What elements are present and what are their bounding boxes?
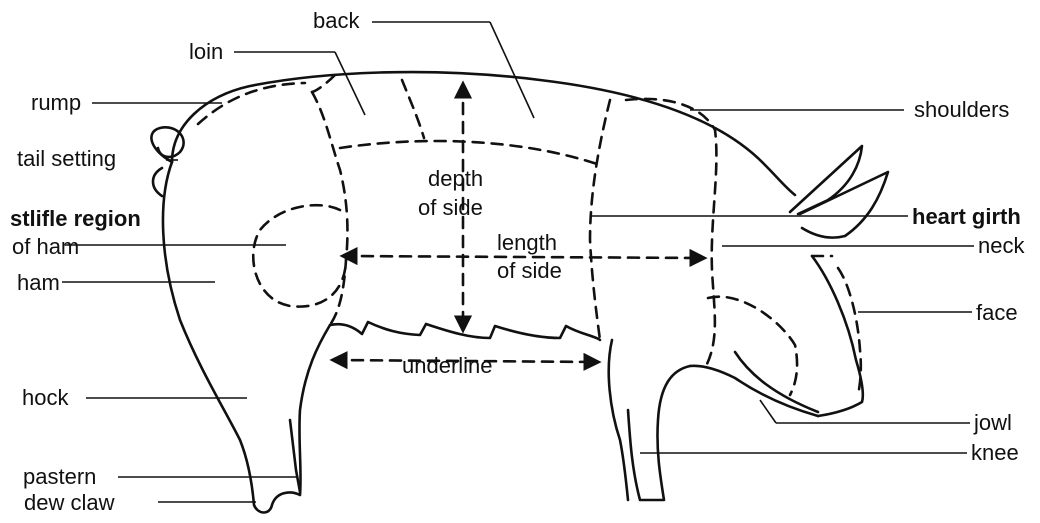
label-depth-of-side-line2: of side	[418, 195, 483, 220]
label-rump: rump	[31, 90, 81, 115]
measurement-arrows	[333, 84, 704, 362]
label-ham: ham	[17, 270, 60, 295]
label-shoulders: shoulders	[914, 97, 1009, 122]
label-depth-of-side-line1: depth	[428, 166, 483, 191]
label-loin: loin	[189, 39, 223, 64]
label-knee: knee	[971, 440, 1019, 465]
pig-body-outline	[151, 72, 888, 512]
label-dew-claw: dew claw	[24, 490, 115, 515]
label-length-of-side-line1: length	[497, 230, 557, 255]
label-pastern: pastern	[23, 464, 96, 489]
label-stifle-region-line2: of ham	[12, 234, 79, 259]
label-face: face	[976, 300, 1018, 325]
label-neck: neck	[978, 233, 1025, 258]
label-back: back	[313, 8, 360, 33]
label-heart-girth: heart girth	[912, 204, 1021, 229]
label-length-of-side-line2: of side	[497, 258, 562, 283]
label-underline: underline	[402, 353, 493, 378]
label-tail-setting: tail setting	[17, 146, 116, 171]
label-stifle-region-line1: stlifle region	[10, 206, 141, 231]
label-hock: hock	[22, 385, 69, 410]
label-jowl: jowl	[973, 410, 1012, 435]
